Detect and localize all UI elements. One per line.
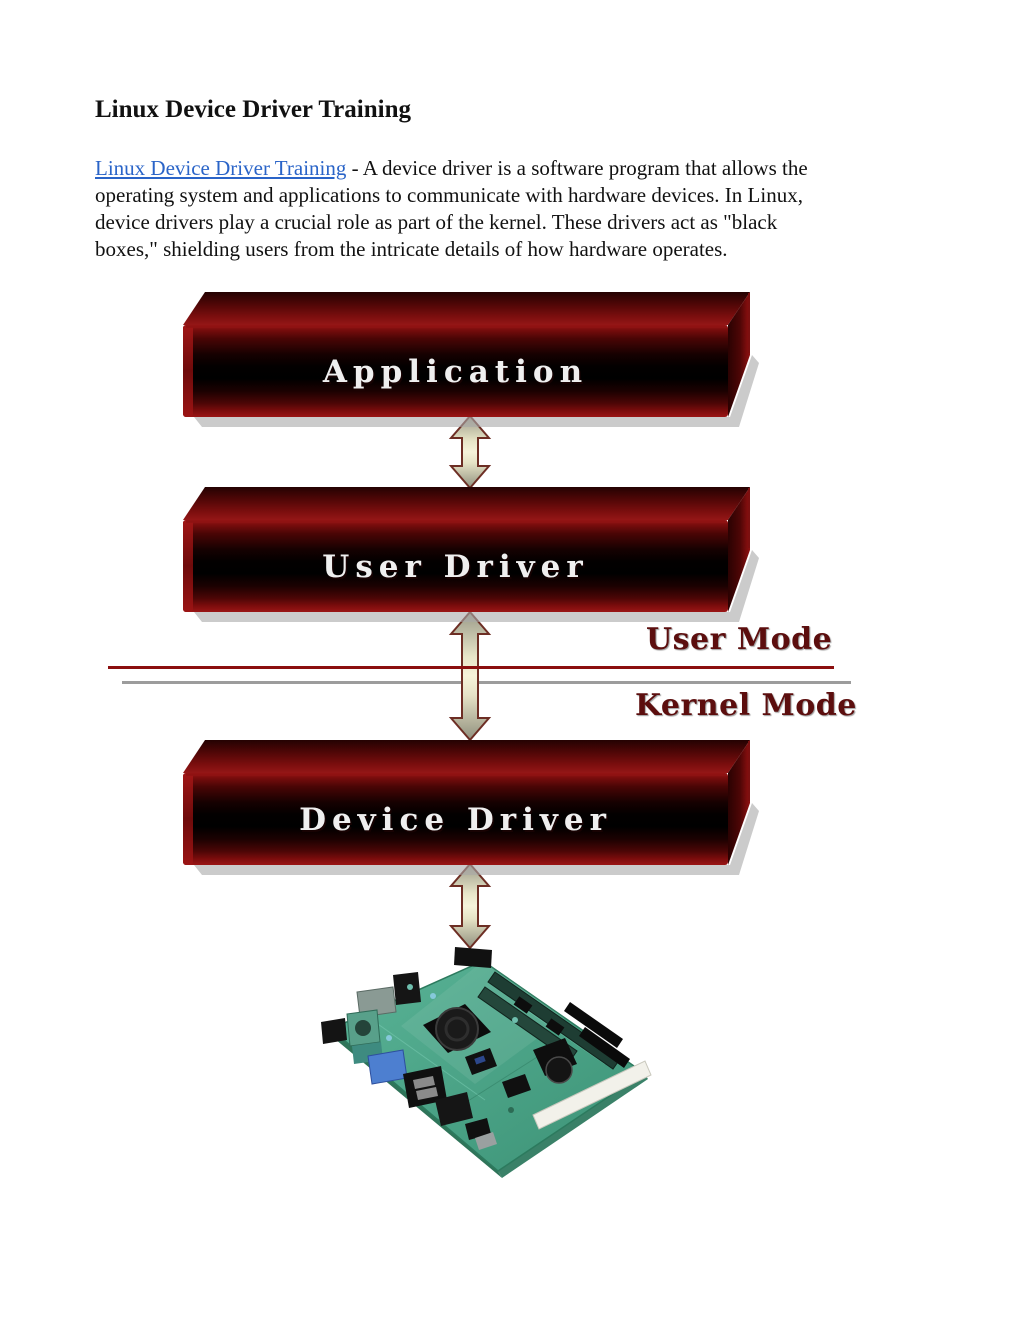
motherboard-image xyxy=(321,947,652,1178)
paragraph-line: device drivers play a crucial role as pa… xyxy=(95,210,778,234)
io-header xyxy=(393,972,421,1005)
box-side-face xyxy=(728,487,750,612)
user-mode-label: User Mode xyxy=(646,622,833,657)
box-top-face xyxy=(183,487,750,520)
usb-socket xyxy=(416,1087,438,1100)
pcb-edge xyxy=(498,1073,648,1178)
chip xyxy=(502,1074,531,1098)
capacitor xyxy=(407,984,413,990)
user-mode-divider-line xyxy=(108,666,834,669)
edge-connector xyxy=(564,1002,623,1048)
paragraph-line: boxes," shielding users from the intrica… xyxy=(95,237,728,261)
edge-connector xyxy=(579,1027,630,1068)
io-port xyxy=(321,1018,347,1044)
chip-label xyxy=(474,1055,486,1065)
memory-chip xyxy=(513,996,533,1014)
paragraph-line: operating system and applications to com… xyxy=(95,183,803,207)
io-box xyxy=(356,986,397,1018)
capacitor xyxy=(386,1035,392,1041)
pci-slot xyxy=(532,1060,652,1130)
box-front-face xyxy=(183,773,728,865)
box-top-face xyxy=(183,740,750,773)
coin-battery xyxy=(545,1056,573,1084)
double-arrow-icon xyxy=(448,610,492,742)
device-driver-layer-box: Device Driver Device Driver xyxy=(183,740,759,875)
paragraph-text: - A device driver is a software program … xyxy=(346,156,808,180)
box-front-face xyxy=(183,325,728,417)
top-connector xyxy=(454,947,492,968)
capacitor xyxy=(508,1107,514,1113)
user-driver-layer-box: User Driver User Driver xyxy=(183,487,759,622)
box-shadow xyxy=(194,355,759,427)
box-left-rim xyxy=(183,520,193,612)
layer-label: Device Driver xyxy=(299,802,612,838)
box-left-rim xyxy=(183,773,193,865)
box-side-face xyxy=(728,292,750,417)
box-top-face xyxy=(183,292,750,325)
application-layer-box: Application Application xyxy=(183,292,759,427)
paragraph-line: Linux Device Driver Training - A device … xyxy=(95,155,915,182)
vga-port xyxy=(367,1049,408,1085)
ethernet-port xyxy=(435,1092,473,1126)
kernel-mode-divider-line xyxy=(122,681,851,684)
ps2-socket xyxy=(355,1020,371,1036)
box-front-face xyxy=(183,520,728,612)
io-port xyxy=(475,1132,497,1150)
layer-label-shadow: Device Driver xyxy=(301,804,614,840)
box-shadow xyxy=(194,803,759,875)
cpu-die xyxy=(435,1007,479,1051)
box-side-face xyxy=(728,740,750,865)
intro-paragraph: Linux Device Driver Training - A device … xyxy=(95,155,915,263)
cpu-die-ring xyxy=(444,1016,470,1042)
memory-chip xyxy=(545,1018,565,1036)
double-arrow-icon xyxy=(448,862,492,950)
layer-label: Application xyxy=(322,354,588,390)
layer-label-shadow: Application xyxy=(323,356,589,392)
training-link[interactable]: Linux Device Driver Training xyxy=(95,156,347,180)
kernel-mode-label: Kernel Mode xyxy=(635,688,857,723)
box-left-rim xyxy=(183,325,193,417)
layer-label-shadow: User Driver xyxy=(324,551,590,587)
layer-label: User Driver xyxy=(322,549,588,585)
pcb-trace xyxy=(374,1021,486,1101)
page-title: Linux Device Driver Training xyxy=(95,96,411,123)
box-shadow xyxy=(194,550,759,622)
usb-socket xyxy=(413,1076,435,1089)
capacitor xyxy=(512,1017,518,1023)
io-port xyxy=(465,1118,491,1140)
capacitor xyxy=(430,993,436,999)
